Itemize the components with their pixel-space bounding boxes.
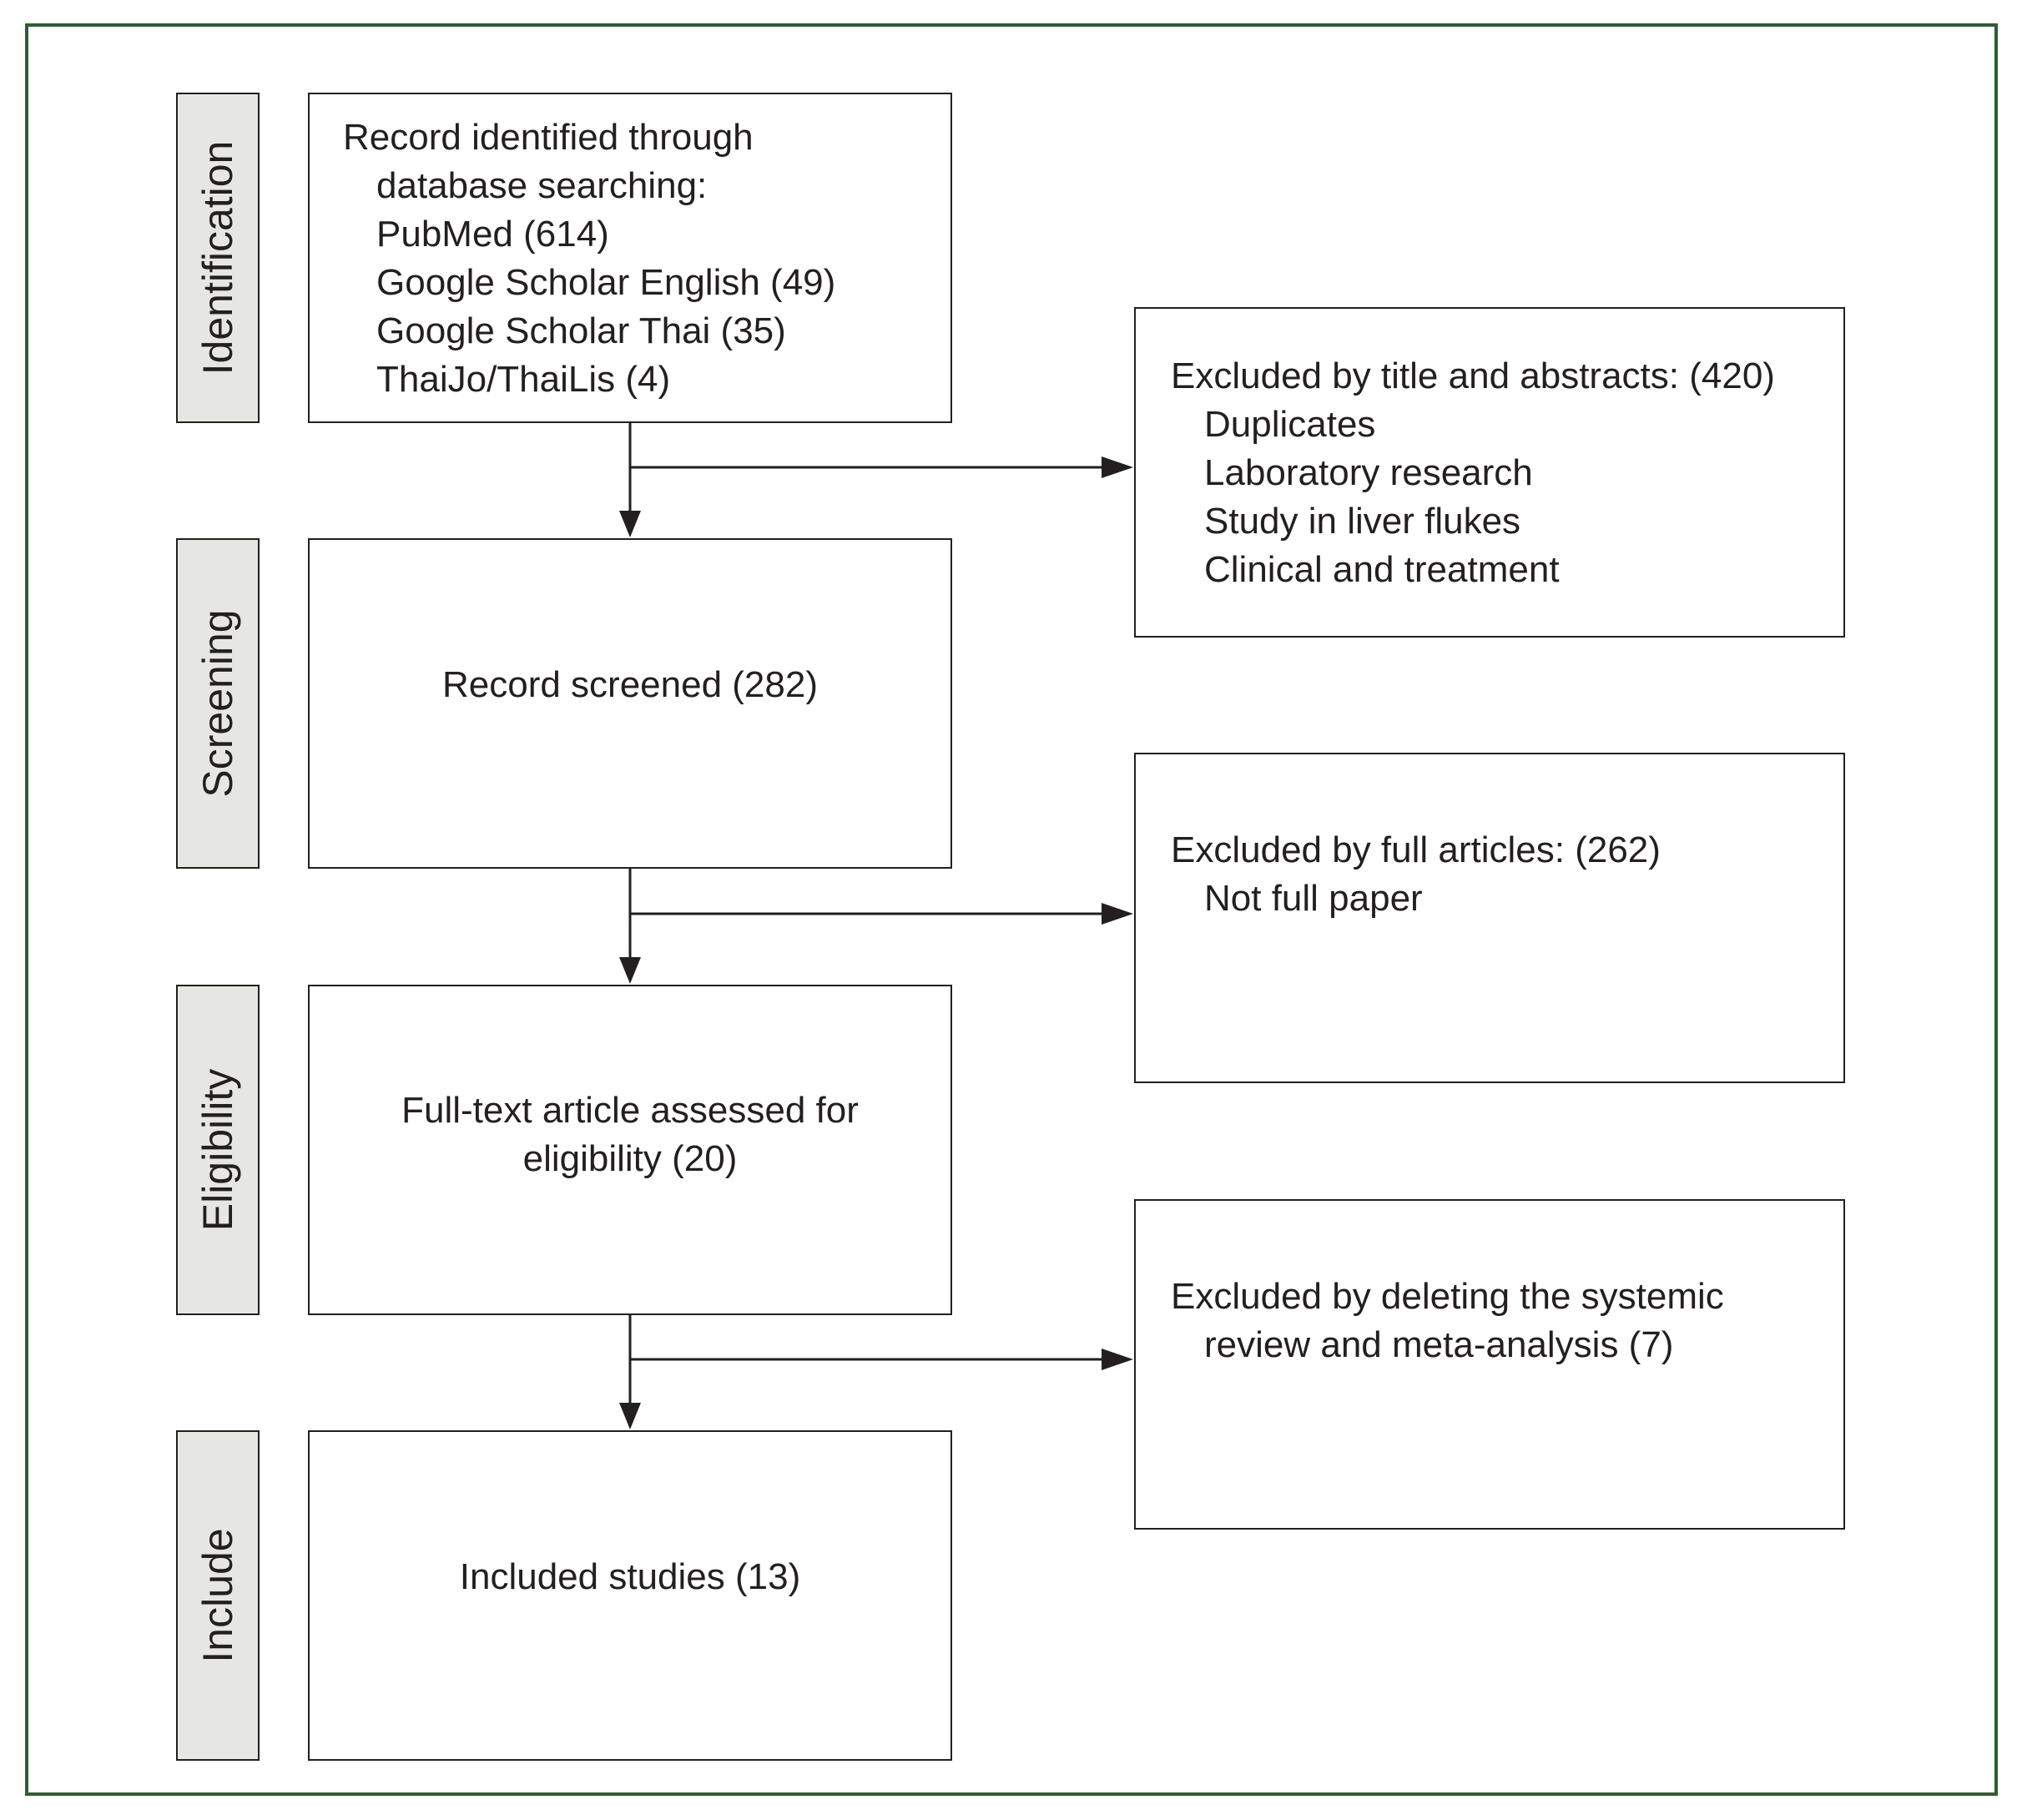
exclusion-reason-not-full-paper: Not full paper bbox=[1204, 878, 1423, 919]
eligibility-line2: eligibility (20) bbox=[522, 1138, 738, 1179]
arrowhead-right-3 bbox=[1102, 1349, 1133, 1370]
stage-identification: Identification bbox=[176, 93, 260, 423]
include-text: Included studies (13) bbox=[459, 1556, 801, 1597]
arrowhead-down-3 bbox=[619, 1403, 641, 1429]
arrowhead-right-2 bbox=[1102, 903, 1133, 925]
screening-text: Record screened (282) bbox=[441, 664, 818, 705]
eligibility-line1: Full-text article assessed for bbox=[401, 1090, 859, 1131]
exclusion-title-abstract-heading: Excluded by title and abstracts: (420) bbox=[1171, 355, 1775, 396]
source-google-scholar-thai: Google Scholar Thai (35) bbox=[376, 310, 786, 351]
figure-frame bbox=[25, 23, 1998, 1796]
arrowhead-down-1 bbox=[619, 511, 641, 537]
exclusion-reason-liver-flukes: Study in liver flukes bbox=[1204, 501, 1521, 542]
source-thaijo-thailis: ThaiJo/ThaiLis (4) bbox=[376, 359, 671, 400]
exclusion-reason-duplicates: Duplicates bbox=[1204, 404, 1376, 445]
include-box: Included studies (13) bbox=[308, 1430, 952, 1761]
exclusion-reason-laboratory: Laboratory research bbox=[1204, 452, 1533, 493]
exclusion-reason-clinical: Clinical and treatment bbox=[1204, 549, 1560, 590]
identification-heading-line1: Record identified through bbox=[343, 117, 754, 158]
stage-include: Include bbox=[176, 1430, 260, 1761]
exclusion-meta-analysis-line2: review and meta-analysis (7) bbox=[1204, 1324, 1674, 1365]
arrowhead-down-2 bbox=[619, 957, 641, 984]
exclusion-full-articles-heading: Excluded by full articles: (262) bbox=[1171, 829, 1661, 870]
identification-box: Record identified through database searc… bbox=[308, 93, 952, 423]
arrowhead-right-1 bbox=[1102, 456, 1133, 478]
exclusion-meta-analysis-line1: Excluded by deleting the systemic bbox=[1171, 1276, 1724, 1317]
source-pubmed: PubMed (614) bbox=[376, 214, 609, 255]
screening-box: Record screened (282) bbox=[308, 538, 952, 869]
exclusion-full-articles-box: Excluded by full articles: (262) Not ful… bbox=[1134, 753, 1845, 1083]
exclusion-meta-analysis-box: Excluded by deleting the systemic review… bbox=[1134, 1199, 1845, 1530]
source-google-scholar-english: Google Scholar English (49) bbox=[376, 262, 836, 303]
stage-eligibility: Eligibility bbox=[176, 985, 260, 1315]
eligibility-box: Full-text article assessed for eligibili… bbox=[308, 985, 952, 1315]
stage-screening: Screening bbox=[176, 538, 260, 869]
identification-heading-line2: database searching: bbox=[376, 165, 708, 206]
exclusion-title-abstract-box: Excluded by title and abstracts: (420) D… bbox=[1134, 307, 1845, 638]
